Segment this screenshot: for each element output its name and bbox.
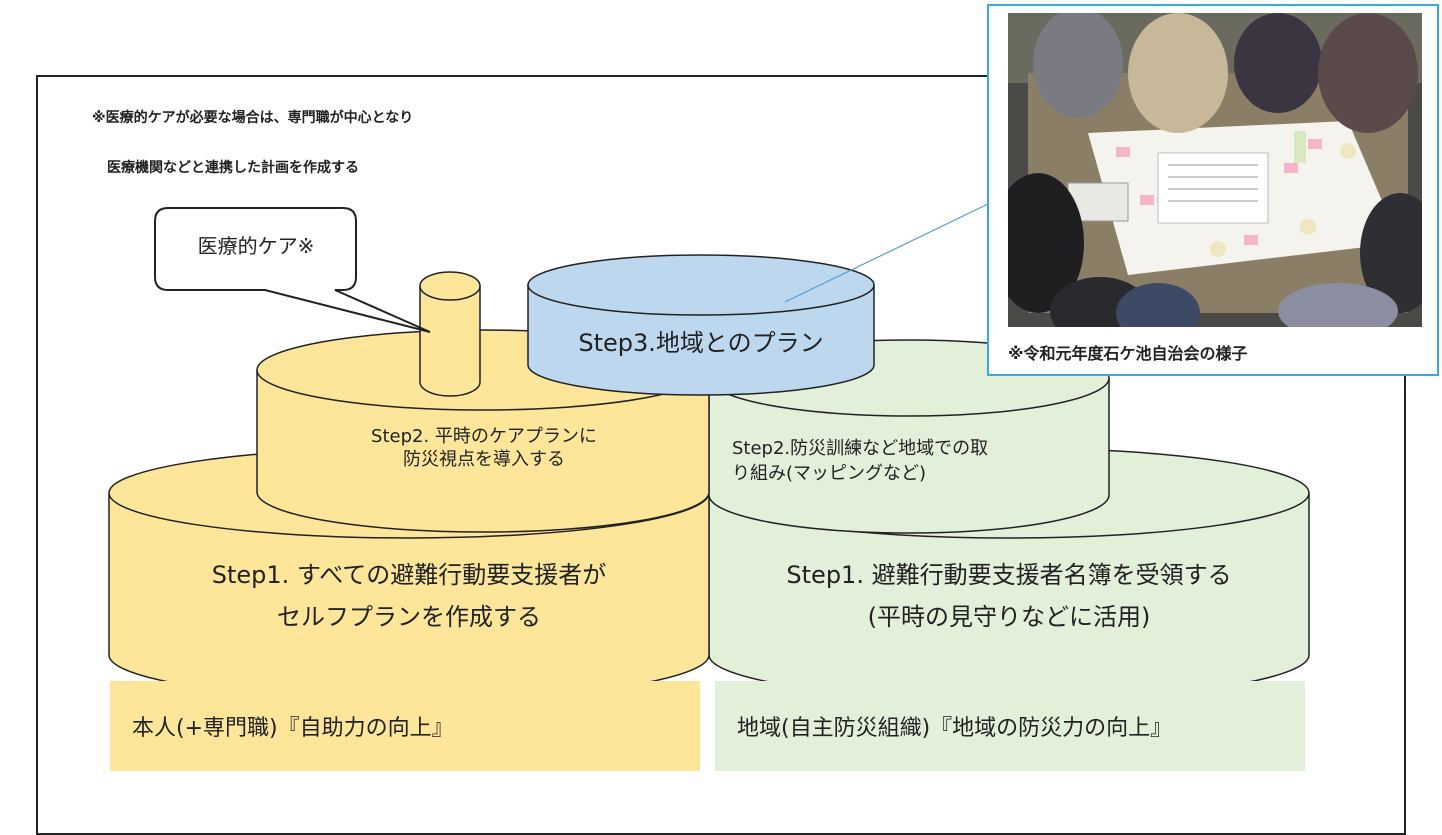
self-help-band: 本人(+専門職)『自助力の向上』 [110,681,700,771]
community-band: 地域(自主防災組織)『地域の防災力の向上』 [715,681,1305,771]
step1-left-label: Step1. すべての避難行動要支援者が セルフプランを作成する [109,554,709,638]
note-line-2: 医療機関などと連携した計画を作成する [107,160,359,176]
callout-text: 医療的ケア※ [197,234,315,258]
workshop-photo-illustration [1008,13,1422,327]
community-band-text: 地域(自主防災組織)『地域の防災力の向上』 [737,716,1173,741]
cylinder-step3 [527,254,875,396]
self-help-band-text: 本人(+専門職)『自助力の向上』 [132,716,454,741]
step1-right-line-1: Step1. 避難行動要支援者名簿を受領する [786,561,1232,589]
cylinder-medical-care [419,271,481,397]
cylinder-diagram [108,202,1310,701]
photo-connector-line [784,202,991,303]
step2-right-line-2: り組み(マッピングなど) [732,463,927,485]
note-line-1: ※医療的ケアが必要な場合は、専門職が中心となり [92,110,414,126]
photo-caption: ※令和元年度石ケ池自治会の様子 [1008,344,1248,363]
step3-label: Step3.地域とのプラン [578,329,824,357]
step2-right-label: Step2.防災訓練など地域での取 り組み(マッピングなど) [732,436,988,486]
step1-right-label: Step1. 避難行動要支援者名簿を受領する (平時の見守りなどに活用) [709,554,1309,638]
step1-left-line-1: Step1. すべての避難行動要支援者が [211,561,607,589]
step2-left-label: Step2. 平時のケアプランに 防災視点を導入する [296,426,672,471]
community-workshop-photo [1008,13,1422,327]
step1-right-line-2: (平時の見守りなどに活用) [867,603,1151,631]
step2-left-line-2: 防災視点を導入する [403,448,565,470]
step2-left-line-1: Step2. 平時のケアプランに [371,426,597,447]
step2-right-line-1: Step2.防災訓練など地域での取 [732,438,989,459]
step1-left-line-2: セルフプランを作成する [277,603,541,631]
callout-bubble [154,207,431,333]
